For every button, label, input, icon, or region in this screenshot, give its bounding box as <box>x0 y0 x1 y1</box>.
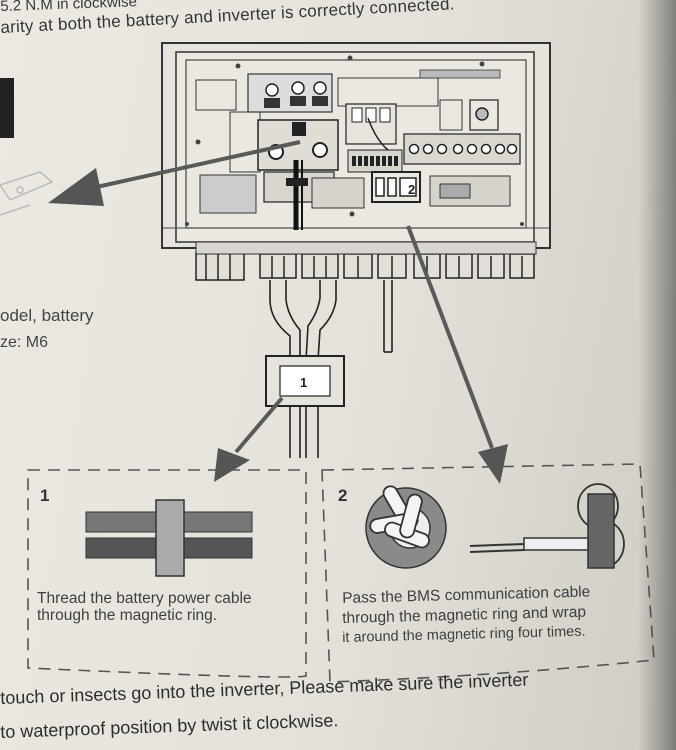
left-edge-bar <box>0 78 14 138</box>
diagram-tag-2: 2 <box>408 182 415 197</box>
panel-2-illustration <box>365 483 625 569</box>
inverter-housing <box>161 42 551 249</box>
panel-1-number: 1 <box>40 486 50 505</box>
side-note-line1: odel, battery <box>0 306 94 325</box>
battery-cables <box>269 280 337 458</box>
arrow-to-left <box>48 140 301 206</box>
arrow-to-panel-2 <box>406 225 508 484</box>
panel-1-caption-line2: through the magnetic ring. <box>37 607 218 624</box>
bms-cable <box>383 280 393 353</box>
arrow-to-panel-1 <box>214 396 284 482</box>
panel-2-frame <box>321 463 655 683</box>
panel-2-number: 2 <box>338 486 348 505</box>
panel-1-illustration <box>85 499 253 577</box>
panel-1-caption-line1: Thread the battery power cable <box>37 590 252 607</box>
page-edge-shadow <box>638 0 676 750</box>
cable-glands <box>195 251 535 281</box>
left-faint-bracket <box>0 171 54 216</box>
side-note-line2: ze: M6 <box>0 334 49 351</box>
gland-ridges <box>205 254 523 280</box>
diagram-tag-1: 1 <box>300 375 307 390</box>
panel-1-frame <box>27 469 307 678</box>
